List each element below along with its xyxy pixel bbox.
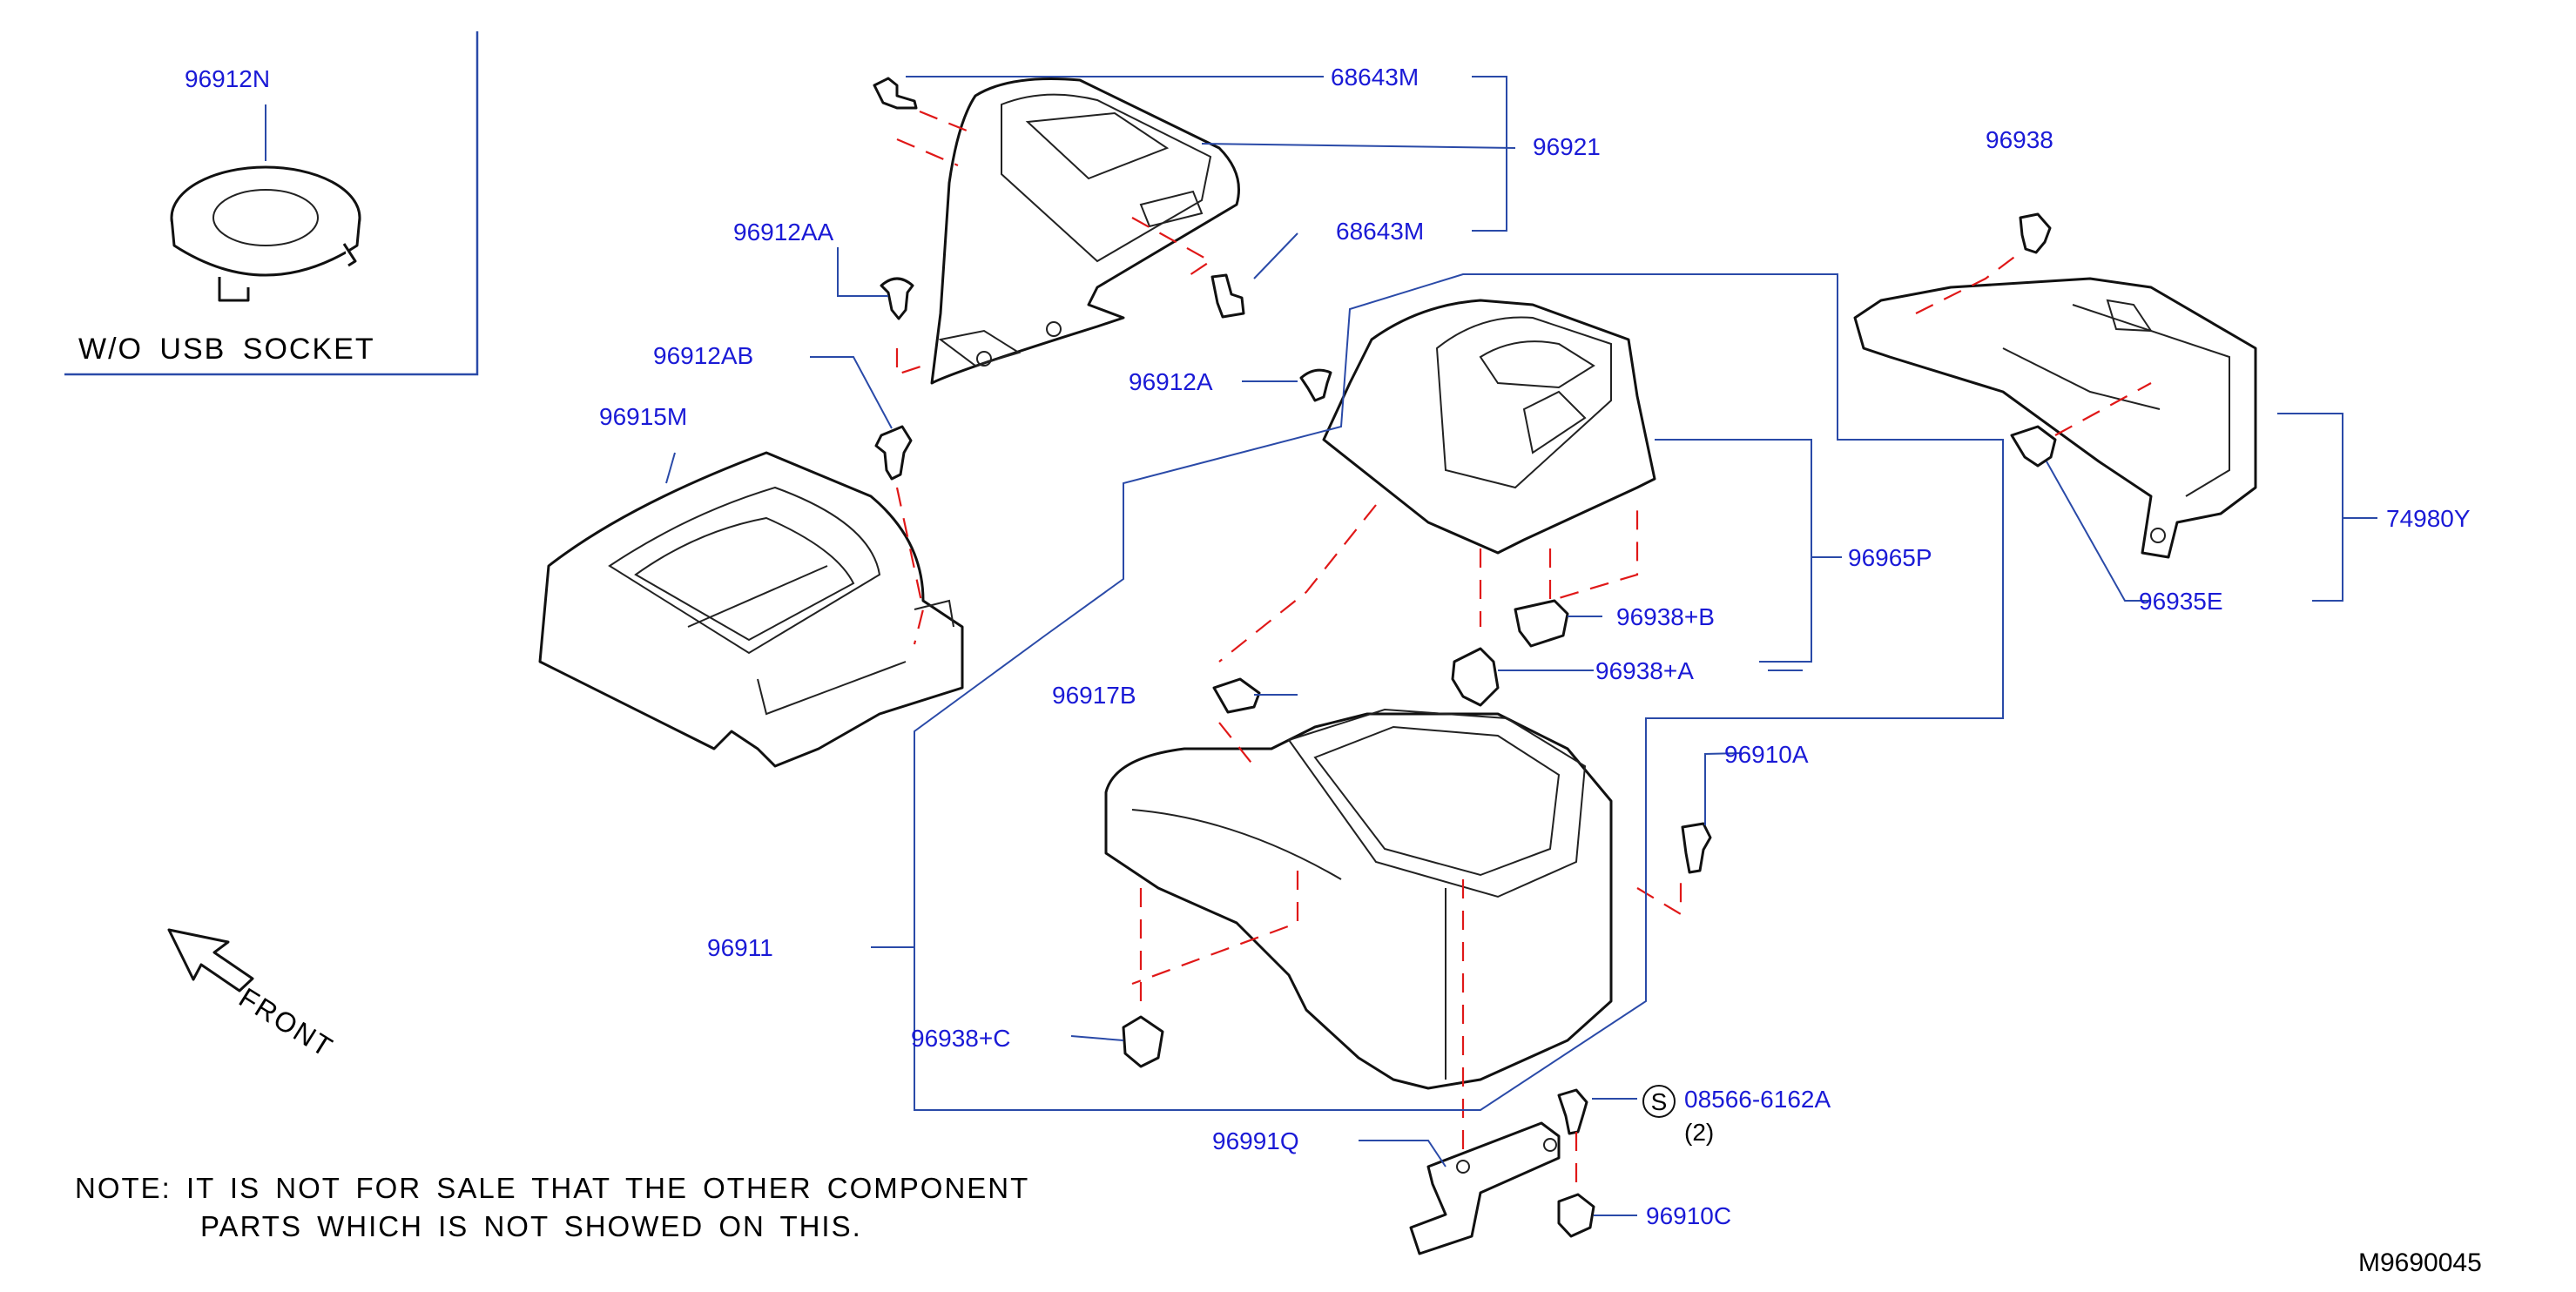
- label-96910C: 96910C: [1646, 1202, 1731, 1229]
- label-68643M-top: 68643M: [1331, 64, 1419, 91]
- part-96915M-lid: [538, 451, 964, 768]
- screw-96938: [2019, 212, 2052, 254]
- clip-96938A: [1451, 647, 1500, 707]
- clip-68643M-top: [873, 77, 918, 110]
- clip-96938B: [1514, 599, 1569, 648]
- label-96991Q: 96991Q: [1212, 1127, 1299, 1154]
- diagram-id: M9690045: [2358, 1248, 2482, 1277]
- screw-96912A: [1299, 368, 1332, 402]
- screw-96912AB: [874, 425, 913, 481]
- inset-caption: W/O USB SOCKET: [78, 333, 375, 366]
- label-96935E: 96935E: [2139, 588, 2223, 615]
- part-96912N-cap: [170, 165, 361, 302]
- label-96912AB: 96912AB: [653, 342, 753, 369]
- cut-lines: [895, 110, 2152, 1193]
- front-arrow-icon: [167, 928, 254, 993]
- screw-96910A: [1681, 822, 1712, 874]
- note-line-2: PARTS WHICH IS NOT SHOWED ON THIS.: [200, 1210, 862, 1242]
- part-labels: 96912N 68643M 96921 68643M 96912AA 96938…: [185, 64, 2471, 1229]
- screw-96917B: [1212, 677, 1261, 714]
- part-96991Q-stay: [1409, 1121, 1561, 1255]
- label-74980Y: 74980Y: [2386, 505, 2471, 532]
- clip-96935E: [2010, 425, 2057, 468]
- label-96912AA: 96912AA: [733, 219, 834, 246]
- clip-68643M-mid: [1210, 273, 1245, 319]
- label-96911: 96911: [707, 934, 773, 961]
- note-line-1: NOTE: IT IS NOT FOR SALE THAT THE OTHER …: [75, 1172, 1029, 1204]
- label-96915M: 96915M: [599, 403, 687, 430]
- screw-96912AA: [880, 277, 914, 320]
- clip-96938C: [1122, 1015, 1164, 1068]
- front-label: FRONT: [233, 981, 339, 1063]
- part-96911-console: [1104, 708, 1613, 1090]
- label-96938A: 96938+A: [1595, 657, 1694, 684]
- label-96910A: 96910A: [1724, 741, 1809, 768]
- label-96921: 96921: [1533, 133, 1601, 160]
- label-96965P: 96965P: [1848, 544, 1932, 571]
- leader-lines: [265, 76, 2377, 1216]
- label-96938: 96938: [1986, 126, 2053, 153]
- label-qty: (2): [1684, 1119, 1714, 1146]
- label-68643M-mid: 68643M: [1336, 218, 1424, 245]
- part-74980Y-bracket: [1853, 277, 2257, 559]
- label-96912A: 96912A: [1129, 368, 1213, 395]
- inset-frame: [64, 31, 479, 376]
- part-96921-trim: [930, 77, 1240, 385]
- label-96938B: 96938+B: [1616, 603, 1715, 630]
- s-mark-text: S: [1651, 1088, 1668, 1115]
- part-96965P-cupholder: [1322, 299, 1656, 555]
- bolt-08566-6162A: [1557, 1088, 1588, 1135]
- s-mark-badge: S: [1642, 1085, 1676, 1118]
- nut-96910C: [1557, 1193, 1595, 1238]
- label-96938C: 96938+C: [911, 1025, 1010, 1052]
- label-96912N: 96912N: [185, 65, 270, 92]
- label-96917B: 96917B: [1052, 682, 1136, 709]
- label-08566-6162A: 08566-6162A: [1684, 1086, 1831, 1113]
